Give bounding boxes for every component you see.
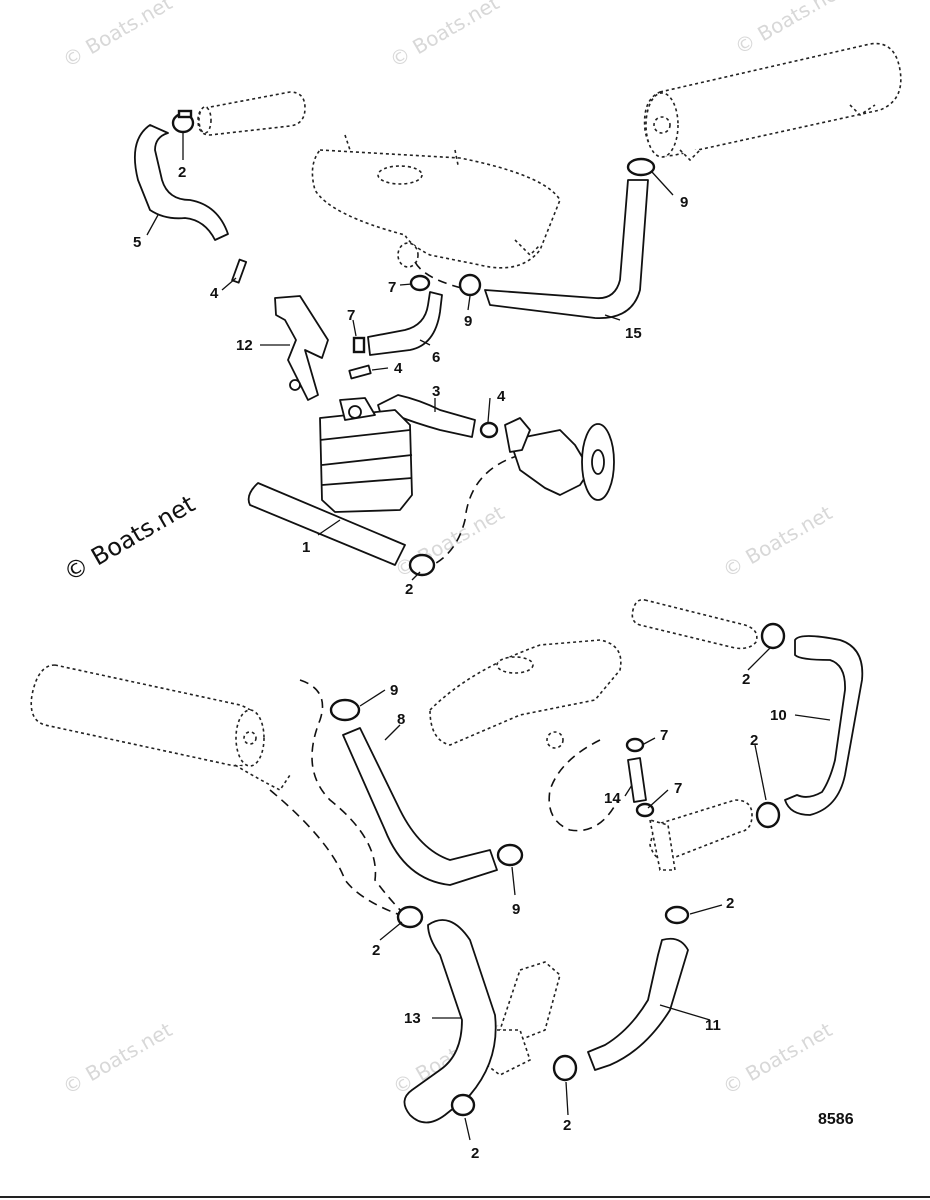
callout-4-a: 4 (210, 285, 219, 302)
route-bottom-3 (548, 739, 619, 832)
callout-2-c: 2 (742, 671, 750, 688)
route-bottom-2 (269, 789, 401, 916)
clamp-part-9d (496, 843, 524, 867)
callout-6: 6 (432, 349, 440, 366)
callout-7-c: 7 (660, 727, 668, 744)
route-top-2 (419, 454, 521, 571)
callout-14: 14 (604, 790, 621, 807)
fitting-part-4a (231, 258, 248, 284)
clamp-part-2b (408, 553, 436, 577)
clamp-part-2c (760, 622, 786, 650)
hose-part-8 (342, 727, 498, 886)
heat-exchanger-bottom-left (30, 664, 291, 792)
callout-10: 10 (770, 707, 787, 724)
watermark-main: © Boats.net (59, 490, 200, 587)
callout-3: 3 (432, 383, 440, 400)
callout-2-e: 2 (372, 942, 380, 959)
callout-2-h: 2 (726, 895, 734, 912)
exhaust-manifold-top (311, 134, 561, 269)
callouts: 2 5 4 12 7 7 6 4 3 4 9 15 9 1 2 9 8 2 10… (133, 164, 854, 1162)
callout-13: 13 (404, 1010, 421, 1027)
bottom-rule (0, 1196, 930, 1198)
watermark-3: © Boats.net (731, 0, 849, 59)
callout-9-b: 9 (680, 194, 688, 211)
watermark-8: © Boats.net (719, 1017, 837, 1099)
leader-lines (146, 133, 831, 1141)
callout-9-c: 9 (390, 682, 398, 699)
callout-4-c: 4 (497, 388, 506, 405)
callout-2-d: 2 (750, 732, 758, 749)
clamp-part-2d (755, 801, 781, 829)
hose-part-11 (587, 937, 689, 1071)
clamp-part-9b (626, 157, 656, 177)
watermark-1: © Boats.net (59, 0, 177, 72)
clamp-part-7c (625, 737, 645, 753)
tube-part-14 (627, 757, 647, 803)
hose-clamp-part-2a (171, 109, 195, 134)
sea-water-pump (504, 417, 615, 501)
route-bottom-1 (299, 679, 406, 916)
callout-9-a: 9 (464, 313, 472, 330)
thermostat-housing (648, 799, 753, 871)
bracket-bolt (289, 379, 301, 391)
callout-11: 11 (705, 1017, 721, 1034)
callout-8: 8 (397, 711, 405, 728)
heat-exchanger-bottom-right (631, 598, 758, 650)
hose-part-15 (484, 179, 649, 319)
callout-9-d: 9 (512, 901, 520, 918)
clamp-part-9c (329, 698, 361, 722)
callout-1: 1 (302, 539, 310, 556)
clamp-part-9a (458, 273, 482, 297)
callout-4-b: 4 (394, 360, 403, 377)
clamp-part-2h (664, 905, 690, 925)
clamp-part-2e (396, 905, 424, 929)
exhaust-manifold-bottom (429, 639, 622, 749)
clamp-part-7b (352, 336, 366, 354)
clamp-part-2g (552, 1054, 578, 1082)
fuel-cooler-module (319, 397, 413, 513)
fitting-part-4b (348, 364, 372, 380)
callout-2-a: 2 (178, 164, 186, 181)
heat-exchanger-top-left (197, 91, 306, 136)
figure-number: 8586 (818, 1111, 854, 1128)
hose-part-10 (784, 635, 864, 816)
heat-exchanger-top-right (643, 42, 902, 162)
callout-7-d: 7 (674, 780, 682, 797)
watermark-4: © Boats.net (391, 500, 509, 582)
callout-7-a: 7 (388, 279, 396, 296)
clamp-part-4c (479, 421, 499, 439)
watermark-6: © Boats.net (59, 1017, 177, 1099)
callout-12: 12 (236, 337, 253, 354)
hose-part-1 (247, 482, 406, 566)
hose-part-6 (367, 291, 443, 356)
clamp-part-2f (450, 1093, 476, 1117)
hose-part-13 (403, 919, 497, 1124)
callout-5: 5 (133, 234, 141, 251)
bracket-part-12 (274, 295, 329, 401)
callout-15: 15 (625, 325, 642, 342)
callout-2-b: 2 (405, 581, 413, 598)
hose-part-5 (133, 124, 229, 241)
route-top-1 (414, 261, 471, 291)
clamp-part-7a (409, 274, 431, 292)
callout-2-g: 2 (563, 1117, 571, 1134)
callout-2-f: 2 (471, 1145, 479, 1162)
watermark-5: © Boats.net (719, 500, 837, 582)
watermark-2: © Boats.net (386, 0, 504, 72)
callout-7-b: 7 (347, 307, 355, 324)
